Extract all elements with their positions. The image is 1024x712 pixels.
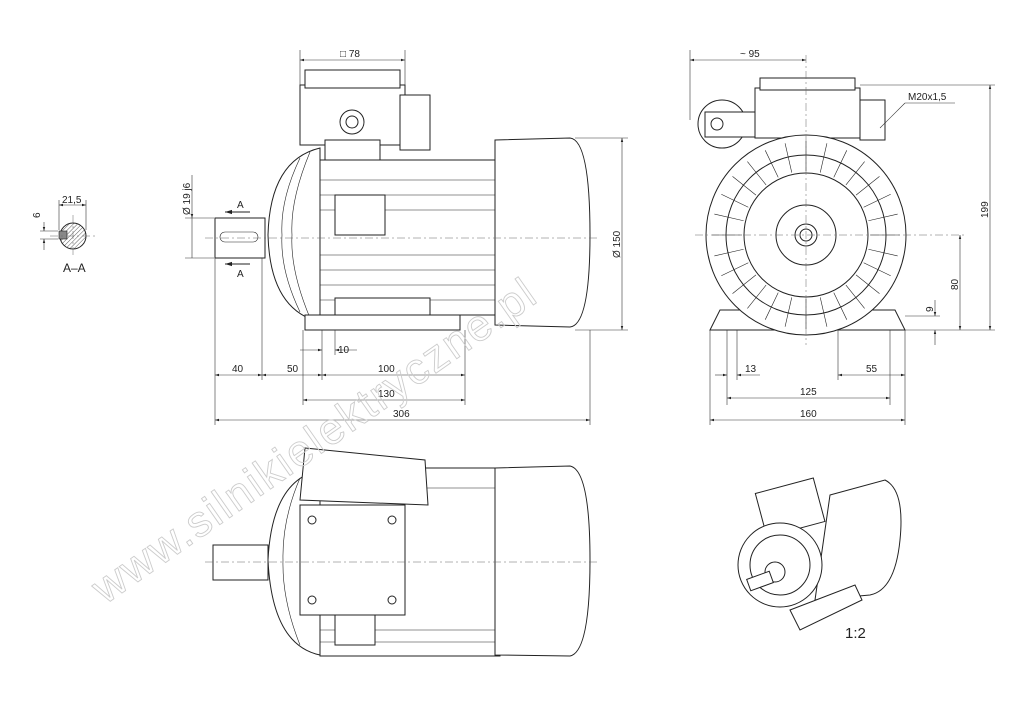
dim-21-5: 21,5 (62, 195, 82, 206)
cooling-fin (868, 248, 898, 257)
section-arrow-a-bottom: A (237, 269, 244, 280)
isometric-view: 1:2 (737, 477, 902, 642)
dim-125: 125 (800, 387, 817, 398)
section-a-a: 21,5 6 A–A (32, 195, 95, 275)
cooling-fin (721, 262, 749, 277)
dim-50: 50 (287, 364, 299, 375)
cooling-fin (863, 193, 891, 208)
iso-shaft (746, 570, 774, 592)
scale-label: 1:2 (845, 625, 866, 642)
cooling-fin (747, 161, 767, 186)
cooling-fin (764, 150, 779, 178)
dim-diameter-150: Ø 150 (612, 230, 623, 258)
cooling-fin (819, 143, 828, 173)
cooling-fin (819, 297, 828, 327)
end-shield (494, 137, 591, 328)
cable-gland (859, 99, 886, 141)
key-section (58, 230, 68, 240)
cooling-fin (721, 193, 749, 208)
cooling-fin (732, 176, 757, 196)
dim-approx-95: ~ 95 (740, 49, 760, 60)
motor-body (319, 159, 501, 316)
cooling-fin (845, 284, 865, 309)
dim-40: 40 (232, 364, 244, 375)
side-view: ~ 95 M20x1,5 199 80 9 13 55 125 160 (689, 49, 995, 425)
cooling-fin (732, 274, 757, 294)
cooling-fin (714, 248, 744, 257)
cooling-fin (784, 143, 793, 173)
dim-130: 130 (378, 389, 395, 400)
front-view: A A □ 78 Ø 19 j6 Ø 150 10 40 50 100 130 … (182, 49, 628, 425)
dim-55: 55 (866, 364, 878, 375)
cooling-fin (764, 292, 779, 320)
cooling-fin (863, 262, 891, 277)
top-shaft (212, 544, 269, 581)
cooling-fin (868, 213, 898, 222)
cooling-fin (833, 292, 848, 320)
dim-80: 80 (950, 278, 961, 290)
fan-cover (267, 147, 321, 323)
top-terminal-box-lid (299, 447, 429, 506)
nameplate (334, 194, 386, 236)
cooling-fin (747, 284, 767, 309)
cooling-fin (845, 161, 865, 186)
dim-199: 199 (980, 201, 991, 218)
dim-100: 100 (378, 364, 395, 375)
cooling-fin (784, 297, 793, 327)
gland-size-label: M20x1,5 (908, 92, 947, 103)
dim-box-78: □ 78 (340, 49, 360, 60)
dim-13: 13 (745, 364, 757, 375)
cooling-fin (855, 274, 880, 294)
cooling-fin (833, 150, 848, 178)
dim-160: 160 (800, 409, 817, 420)
cooling-fin (714, 213, 744, 222)
iso-feet (789, 584, 863, 631)
dim-306: 306 (393, 409, 410, 420)
dim-6: 6 (32, 212, 43, 218)
dim-10: 10 (338, 345, 350, 356)
top-view (205, 447, 600, 657)
section-arrow-a-top: A (237, 200, 244, 211)
dim-shaft-19j6: Ø 19 j6 (182, 182, 193, 215)
dim-9: 9 (925, 306, 936, 312)
cooling-fin (855, 176, 880, 196)
terminal-box (299, 84, 406, 146)
section-label: A–A (63, 261, 86, 275)
side-terminal-box (754, 87, 861, 139)
